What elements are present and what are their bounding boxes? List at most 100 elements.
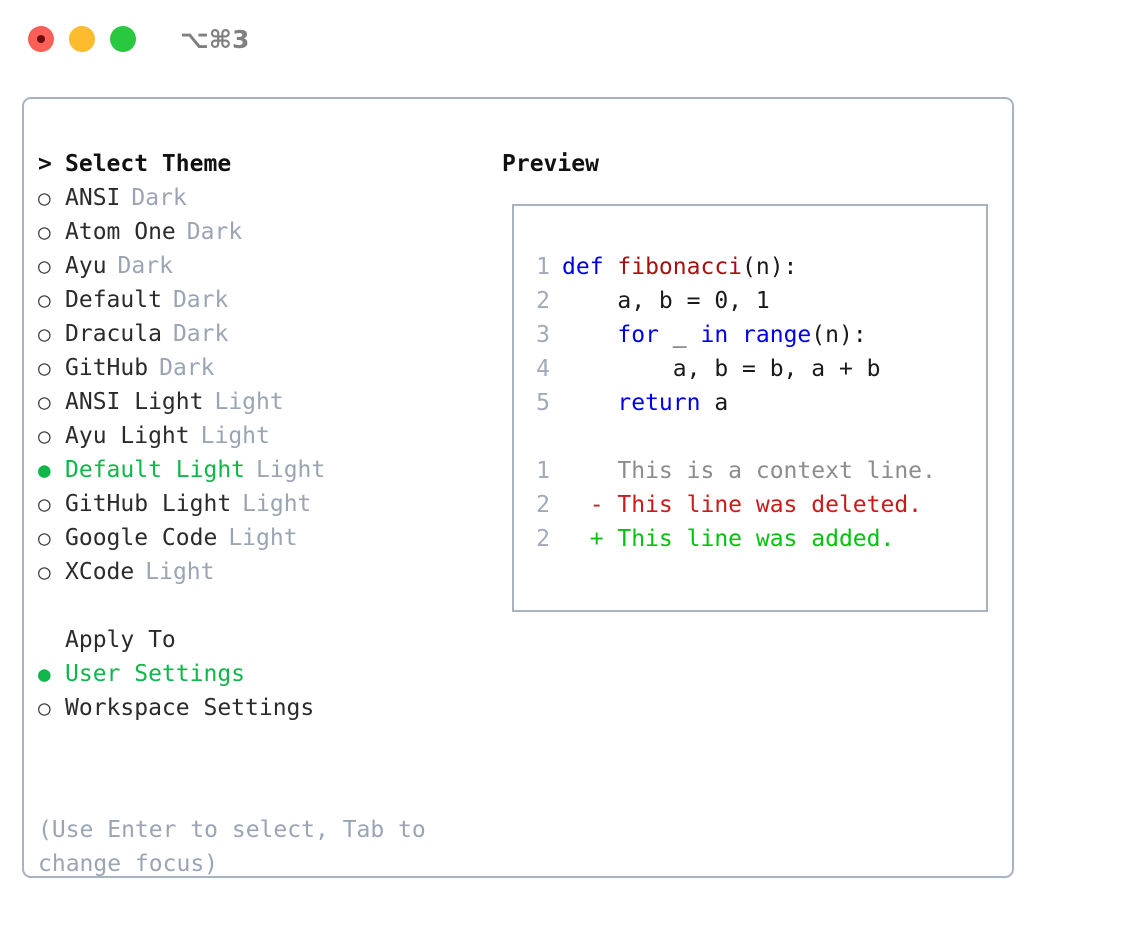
code-line-text: a, b = b, a + b: [562, 352, 881, 386]
theme-list-item[interactable]: ○ Ayu Light Light: [38, 419, 488, 453]
theme-variant-label: Dark: [186, 219, 243, 245]
radio-unselected-icon: ○: [38, 288, 51, 312]
code-token-plain: a: [714, 390, 729, 416]
code-line-text: a, b = 0, 1: [562, 284, 770, 318]
minimize-button-icon[interactable]: [69, 26, 95, 52]
diff-line: 2 - This line was deleted.: [524, 488, 936, 522]
preview-gap: [524, 420, 936, 454]
radio-unselected-icon: ○: [38, 356, 51, 380]
code-line-number: 5: [536, 390, 550, 416]
heading-indent-spacer: ○: [38, 623, 65, 657]
theme-list-item[interactable]: ○ ANSI Dark: [38, 181, 488, 215]
code-line: 1 def fibonacci(n):: [524, 250, 936, 284]
diff-line-number: 2: [536, 492, 550, 518]
code-line: 5 return a: [524, 386, 936, 420]
theme-variant-label: Dark: [159, 355, 215, 381]
list-spacer: [38, 589, 488, 623]
code-line-number: 1: [536, 254, 550, 280]
help-hint-text: (Use Enter to select, Tab to change focu…: [38, 817, 440, 877]
radio-unselected-icon: ○: [38, 220, 51, 244]
theme-variant-label: Light: [256, 457, 326, 483]
radio-selected-icon: ●: [38, 458, 51, 482]
diff-line-text: This is a context line.: [562, 458, 936, 484]
code-token-kw: def: [562, 254, 618, 280]
code-token-plain: a, b = 0, 1: [562, 288, 770, 314]
code-token-plain: (n):: [742, 254, 798, 280]
diff-line: 1 This is a context line.: [524, 454, 936, 488]
theme-name-label: XCode: [65, 559, 135, 585]
theme-name-label: Ayu: [65, 253, 107, 279]
apply-to-item-label: User Settings: [65, 661, 246, 687]
theme-name-label: ANSI Light: [65, 389, 204, 415]
diff-line-text: + This line was added.: [562, 526, 895, 552]
code-line: 2 a, b = 0, 1: [524, 284, 936, 318]
select-theme-label: Select Theme: [65, 151, 232, 177]
apply-to-item[interactable]: ● User Settings: [38, 657, 488, 691]
theme-name-label: Ayu Light: [65, 423, 190, 449]
code-token-plain: [562, 390, 617, 416]
code-line-number: 3: [536, 322, 550, 348]
code-line-number: 2: [536, 288, 550, 314]
theme-list-item[interactable]: ● Default Light Light: [38, 453, 488, 487]
theme-variant-label: Light: [214, 389, 284, 415]
apply-to-heading: ○ Apply To: [38, 623, 488, 657]
title-bar: ⌥⌘3: [0, 0, 1140, 78]
radio-unselected-icon: ○: [38, 186, 51, 210]
theme-name-label: ANSI: [65, 185, 121, 211]
code-line-number: 4: [536, 356, 550, 382]
close-button-icon[interactable]: [28, 26, 54, 52]
apply-to-label: Apply To: [65, 627, 176, 653]
theme-list-item[interactable]: ○ XCode Light: [38, 555, 488, 589]
preview-heading: Preview: [502, 151, 599, 177]
theme-name-label: Default Light: [65, 457, 246, 483]
apply-to-item-label: Workspace Settings: [65, 695, 315, 721]
radio-unselected-icon: ○: [38, 254, 51, 278]
code-token-kw: range: [742, 322, 812, 348]
code-token-plain: (n):: [811, 322, 867, 348]
caret-icon: >: [38, 151, 52, 177]
keyboard-shortcut-label: ⌥⌘3: [180, 24, 250, 54]
theme-variant-label: Light: [228, 525, 298, 551]
code-token-kw: in: [700, 322, 743, 348]
code-token-plain: a, b = b, a + b: [562, 356, 881, 382]
diff-line-number: 2: [536, 526, 550, 552]
code-line-text: def fibonacci(n):: [562, 250, 797, 284]
theme-name-label: Google Code: [65, 525, 218, 551]
radio-unselected-icon: ○: [38, 560, 51, 584]
radio-selected-icon: ●: [38, 662, 51, 686]
apply-to-list: ● User Settings ○ Workspace Settings: [38, 657, 488, 725]
maximize-button-icon[interactable]: [110, 26, 136, 52]
code-line: 4 a, b = b, a + b: [524, 352, 936, 386]
theme-variant-label: Light: [242, 491, 312, 517]
code-line-text: return a: [562, 386, 728, 420]
diff-line-text: - This line was deleted.: [562, 492, 923, 518]
radio-unselected-icon: ○: [38, 696, 51, 720]
diff-line-number: 1: [536, 458, 550, 484]
theme-name-label: Dracula: [65, 321, 162, 347]
code-token-plain: _: [672, 322, 701, 348]
theme-variant-label: Light: [200, 423, 270, 449]
radio-unselected-icon: ○: [38, 424, 51, 448]
theme-variant-label: Dark: [172, 287, 229, 313]
theme-variant-label: Dark: [172, 321, 229, 347]
code-line-text: for _ in range(n):: [562, 318, 867, 352]
select-theme-heading: > Select Theme: [38, 147, 488, 181]
theme-variant-label: Dark: [131, 185, 187, 211]
theme-variant-label: Light: [145, 559, 215, 585]
apply-to-item[interactable]: ○ Workspace Settings: [38, 691, 488, 725]
